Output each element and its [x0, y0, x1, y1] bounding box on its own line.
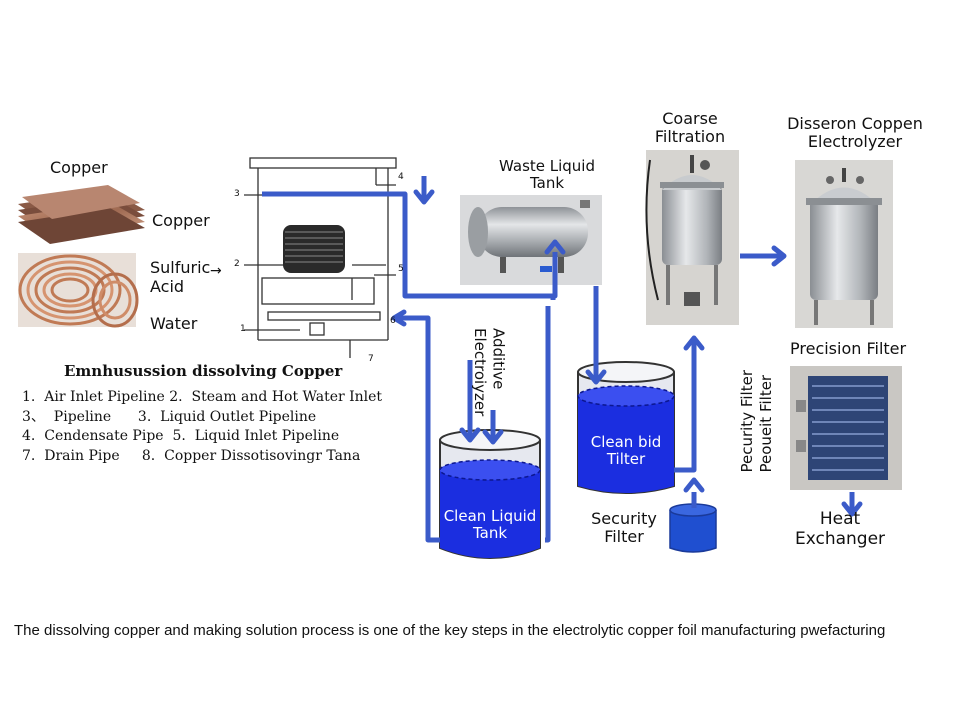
label-security-filter: Security Filter	[591, 509, 657, 547]
coarse-filtration-image	[645, 150, 739, 325]
label-clean-bid-filter: Clean bid Tilter	[590, 433, 662, 469]
legend-line: 3、 Pipeline 3. Liquid Outlet Pipeline	[22, 408, 317, 425]
diagram-number-4: 4	[398, 172, 404, 182]
diagram-number-1: 1	[240, 324, 246, 334]
legend-line: 7. Drain Pipe 8. Copper Dissotisovingr T…	[22, 447, 361, 464]
label-copper-top: Copper	[50, 158, 108, 177]
security-filter-cylinder	[669, 503, 717, 553]
label-water: Water	[150, 314, 198, 333]
pipe-arrows	[391, 189, 863, 517]
legend-block: Emnhusussion dissolving Copper 1. Air In…	[22, 362, 402, 466]
diagram-number-7: 7	[368, 354, 374, 364]
label-copper-side: Copper	[152, 211, 210, 230]
tank-coil	[283, 225, 345, 273]
diagram-number-6: 6	[390, 316, 396, 326]
label-clean-liquid-tank: Clean Liquid Tank	[443, 507, 537, 543]
label-precision-filter: Precision Filter	[790, 339, 907, 358]
precision-filter-image	[790, 366, 902, 490]
diagram-number-3: 3	[234, 189, 240, 199]
diagram-number-2: 2	[234, 259, 240, 269]
label-heat-exchanger: Heat Exchanger	[794, 509, 886, 549]
waste-liquid-tank-image	[460, 195, 602, 285]
caption-text: The dissolving copper and making solutio…	[14, 622, 886, 639]
electrolyzer-image	[795, 160, 893, 328]
legend-title: Emnhusussion dissolving Copper	[64, 362, 343, 380]
diagram-number-5: 5	[398, 264, 404, 274]
legend-line: 4. Cendensate Pipe 5. Liquid Inlet Pipel…	[22, 428, 340, 444]
pipe-network	[262, 176, 855, 543]
copper-coil-image	[18, 253, 139, 328]
arrow-right-icon: →	[210, 263, 222, 279]
label-coarse-filtration: Coarse Filtration	[654, 109, 726, 147]
clean-bid-filter-shape	[577, 361, 675, 494]
copper-plates-image	[18, 185, 145, 244]
label-additive-electrolyzer: Additive Electroiyzer	[470, 328, 508, 417]
label-pecurity-filter-vertical: Peoueit Filter Pecurity Filter	[738, 370, 775, 473]
label-electrolyzer: Disseron Coppen Electrolyzer	[787, 114, 923, 152]
legend-line: 1. Air Inlet Pipeline 2. Steam and Hot W…	[22, 389, 383, 405]
label-waste-liquid-tank: Waste Liquid Tank	[499, 157, 595, 193]
label-sulfuric-acid: Sulfuric Acid	[150, 258, 211, 297]
